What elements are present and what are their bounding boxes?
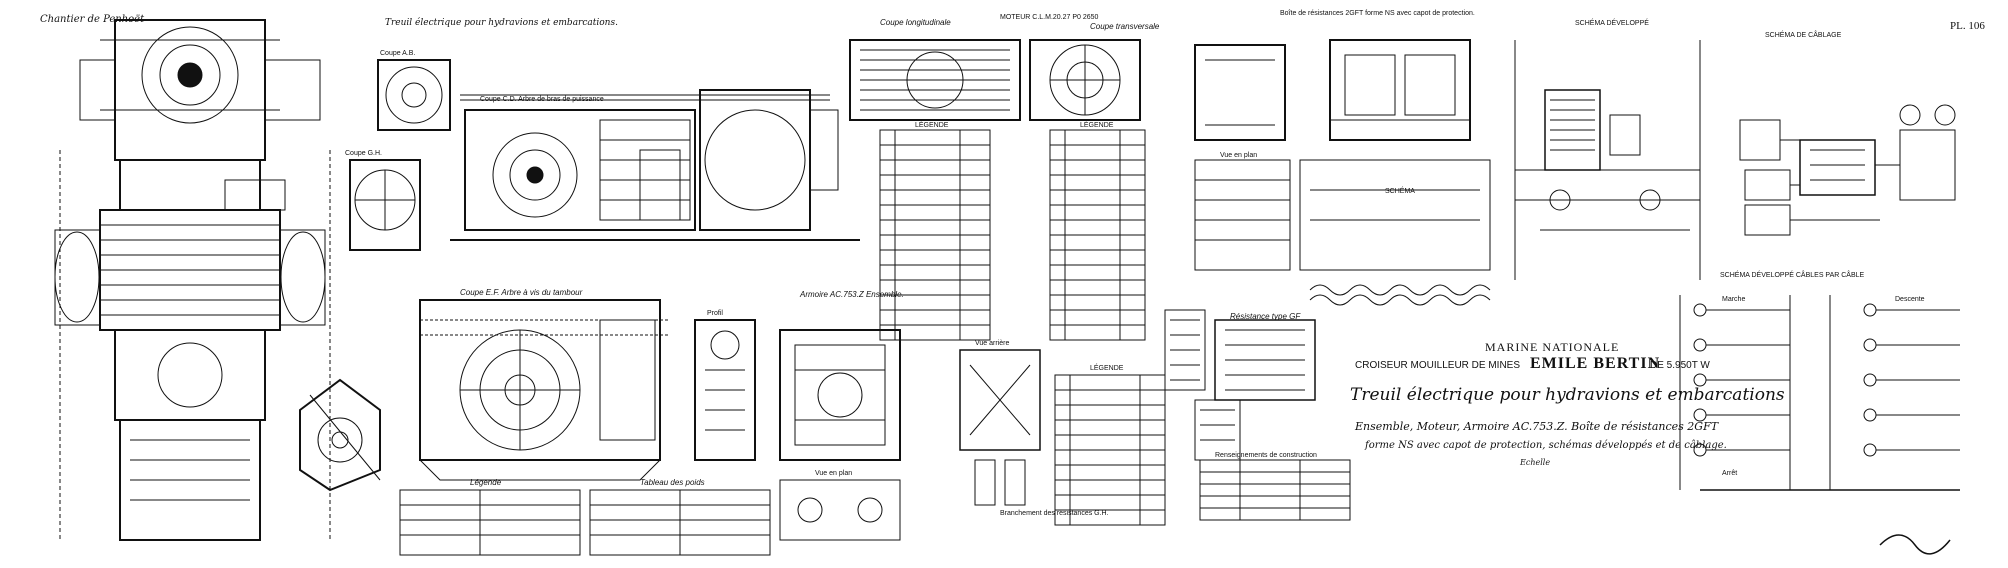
armoire-front: [779, 329, 901, 541]
vue-arriere: [959, 349, 1041, 506]
schema-cablage: [1739, 104, 1956, 236]
winch-assembly-vertical: [54, 19, 331, 541]
armoire-label: Armoire AC.753.Z Ensemble.: [800, 290, 904, 299]
schema-cables: [1679, 295, 1960, 491]
legende-table-1: [879, 129, 991, 341]
coupe-transversale-label: Coupe transversale: [1090, 22, 1160, 31]
signature-mark: [1879, 534, 1951, 555]
vue-en-plan-label: Vue en plan: [1220, 152, 1258, 159]
schema-developpe-label: SCHÉMA DÉVELOPPÉ: [1575, 20, 1649, 27]
title-tonnage: DE 5.950T W: [1650, 360, 1710, 371]
marche-label: Marche: [1722, 296, 1746, 303]
coupe-ef: [419, 299, 670, 481]
boite-resistances-label: Boîte de résistances 2GFT forme NS avec …: [1280, 10, 1475, 17]
descente-label: Descente: [1895, 296, 1925, 303]
title-ensemble: Ensemble, Moteur, Armoire AC.753.Z. Boît…: [1355, 420, 1719, 433]
tableau-poids-label: Tableau des poids: [640, 478, 705, 487]
title-croiseur-prefix: CROISEUR MOUILLEUR DE MINES: [1355, 360, 1521, 371]
renseignements-table: [1199, 459, 1351, 521]
resistance-label: Résistance type GF: [1230, 312, 1301, 321]
coupe-longitudinale-label: Coupe longitudinale: [880, 18, 951, 27]
title-ship-name: EMILE BERTIN: [1530, 355, 1661, 372]
plate-number: PL. 106: [1950, 20, 1985, 32]
legende-bottom-table: [399, 489, 771, 556]
title-marine-nationale: MARINE NATIONALE: [1485, 340, 1620, 354]
resistance-gf: [1164, 309, 1316, 461]
coupe-ab-label: Coupe A.B.: [380, 50, 416, 57]
schema-cablage-label: SCHÉMA DE CÂBLAGE: [1765, 32, 1842, 39]
coupe-cd: [450, 89, 860, 241]
legende-bottom-label: Légende: [470, 478, 502, 487]
arret-label: Arrêt: [1722, 470, 1738, 477]
title-forme: forme NS avec capot de protection, schém…: [1365, 440, 1727, 451]
branchement-label: Branchement des résistances G.H.: [1000, 510, 1109, 517]
renseignements-label: Renseignements de construction: [1215, 452, 1317, 459]
main-drawing-title: Treuil électrique pour hydravions et emb…: [385, 18, 618, 28]
coupe-gh: [349, 59, 451, 251]
vue-arriere-label: Vue arrière: [975, 340, 1010, 347]
motor-longitudinal: [849, 39, 1141, 121]
vue-en-plan-2-label: Vue en plan: [815, 470, 853, 477]
coupe-f-detail: [299, 378, 381, 492]
schema-developpe: [1514, 40, 1701, 280]
coupe-cd-label: Coupe C.D. Arbre de bras de puissance: [480, 96, 604, 103]
armoire-profile: [694, 319, 756, 461]
coupe-gh-label: Coupe G.H.: [345, 150, 382, 157]
profil-label: Profil: [707, 310, 723, 317]
legende-1-label: LÉGENDE: [915, 122, 949, 129]
schema-cables-label: SCHÉMA DÉVELOPPÉ CÂBLES PAR CÂBLE: [1720, 272, 1865, 279]
legende-table-2: [1049, 129, 1146, 341]
legende-2-label: LÉGENDE: [1080, 122, 1114, 129]
maker-label: Chantier de Penhoët: [40, 14, 145, 25]
schema-label: SCHÉMA: [1385, 188, 1415, 195]
title-echelle: Echelle: [1520, 458, 1551, 467]
title-treuil: Treuil électrique pour hydravions et emb…: [1350, 385, 1785, 405]
coupe-ef-label: Coupe E.F. Arbre à vis du tambour: [460, 288, 583, 297]
moteur-label: MOTEUR C.L.M.20.27 P0 2650: [1000, 14, 1099, 21]
boite-resistances: [1194, 39, 1491, 306]
legende-3-label: LÉGENDE: [1090, 365, 1124, 372]
legende-table-3: [1054, 374, 1166, 526]
